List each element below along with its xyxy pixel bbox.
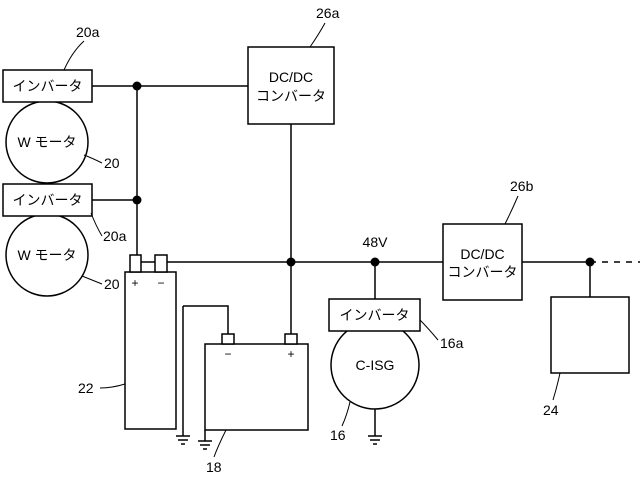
ref-20-top: 20: [104, 155, 120, 171]
battery-18-plus-sign: +: [287, 347, 294, 361]
leader-16a: [419, 319, 439, 341]
inverter-w-motor-1: [2, 69, 93, 103]
inverter-isg: [328, 298, 421, 332]
leader-20a-bottom: [90, 212, 103, 237]
leader-20-top: [83, 154, 103, 164]
ref-22: 22: [78, 380, 94, 396]
ref-26a: 26a: [316, 5, 340, 21]
battery-22-plus-sign: +: [131, 276, 138, 290]
w-motor-1-label: W モータ: [17, 134, 76, 150]
inverter-w-motor-2: [2, 183, 93, 217]
battery-22-minus-sign: −: [157, 276, 164, 290]
dcdc-converter-26a-line2: コンバータ: [256, 88, 326, 104]
leader-24: [552, 372, 561, 401]
dcdc-converter-26b-line2: コンバータ: [448, 264, 518, 280]
ref-18: 18: [206, 459, 222, 475]
dcdc-converter-26a-line1: DC/DC: [269, 69, 313, 85]
battery-18-plus-terminal: [284, 333, 298, 345]
dcdc-converter-26b-line1: DC/DC: [460, 246, 504, 262]
inverter-w-motor-2-label: インバータ: [13, 192, 83, 208]
inverter-isg-label: インバータ: [340, 307, 410, 323]
ground-symbol-battery22: [176, 435, 190, 445]
leader-20a-top: [63, 40, 85, 71]
leader-18: [213, 429, 227, 458]
junction-dot-upper: [132, 81, 142, 91]
ref-20-bottom: 20: [104, 276, 120, 292]
voltage-label: 48V: [363, 234, 389, 250]
load-block-24: [550, 296, 630, 374]
leader-22: [99, 383, 126, 389]
dcdc-converter-26a: [247, 46, 335, 125]
inverter-w-motor-1-label: インバータ: [13, 78, 83, 94]
w-motor-2-label: W モータ: [17, 247, 76, 263]
ground-symbol-isg: [368, 435, 382, 445]
battery-18-minus-sign: −: [224, 347, 231, 361]
ref-20a-bottom: 20a: [103, 228, 127, 244]
ref-24: 24: [543, 402, 559, 418]
battery-negative-link-wire: [183, 305, 229, 334]
leader-26b: [504, 195, 519, 225]
battery-18-body: [204, 343, 309, 431]
ref-16: 16: [330, 427, 346, 443]
ref-20a-top: 20a: [76, 24, 100, 40]
dcdc-converter-26b: [442, 223, 523, 301]
ref-16a: 16a: [440, 335, 464, 351]
ref-26b: 26b: [510, 178, 534, 194]
leader-20-bottom: [81, 275, 103, 285]
bus-to-battery-wire: [136, 200, 162, 263]
ground-symbol-battery18: [198, 440, 212, 450]
battery-18-minus-terminal: [221, 333, 235, 345]
battery-22-body: [124, 271, 177, 430]
battery-22-minus-terminal: [154, 254, 168, 273]
leader-26a: [309, 22, 326, 48]
battery-22-plus-terminal: [129, 254, 142, 273]
c-isg-label: C-ISG: [356, 357, 395, 373]
leader-16: [341, 401, 351, 427]
